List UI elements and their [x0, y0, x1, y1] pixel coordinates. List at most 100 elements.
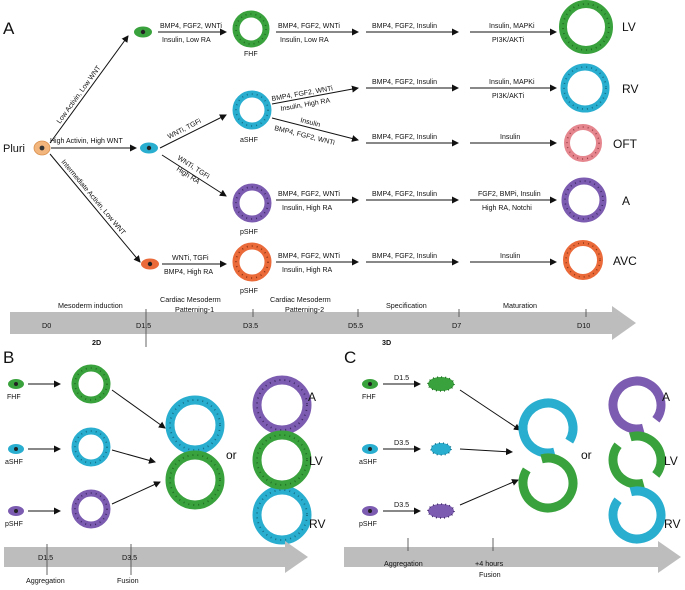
a-label-b: A — [308, 390, 316, 404]
arrow-c-merge-1 — [459, 389, 521, 431]
day-d1-5: D1.5 — [136, 321, 151, 330]
or-label-c: or — [581, 448, 592, 462]
fused-three-chamber-b — [252, 375, 312, 545]
fhf-cell-b — [8, 379, 24, 389]
timeline-ticks-c — [407, 538, 494, 551]
arrow-ashf-ring — [159, 114, 227, 149]
timeline-ticks-b — [46, 544, 132, 575]
fhf-cell-c — [362, 379, 378, 389]
dim-3d: 3D — [382, 338, 391, 347]
arrow-c-merge-3 — [459, 479, 519, 506]
fhf-label-a: FHF — [244, 51, 258, 58]
event-b-fusion: Fusion — [117, 576, 139, 585]
a-ring-a — [561, 177, 607, 223]
fused-two-chamber-b — [165, 395, 225, 510]
day-c-pshf: D3.5 — [394, 500, 409, 509]
oft-label-a: OFT — [613, 137, 638, 151]
cue-lv-b1: Insulin, Low RA — [280, 37, 329, 44]
day-b-d1-5: D1.5 — [38, 553, 53, 562]
panel-label-a: A — [3, 19, 15, 38]
a-label-c: A — [662, 390, 670, 404]
avc-ring-final-a — [563, 240, 603, 280]
panel-label-c: C — [344, 348, 356, 367]
rv-label-c: RV — [664, 517, 680, 531]
panel-label-b: B — [3, 348, 14, 367]
cue-intermediate-activin: Intermediate Activin, Low WNT — [59, 159, 126, 237]
cue-oft-a3: Insulin — [500, 134, 520, 141]
lv-label-b: LV — [309, 454, 323, 468]
avc-label-a: AVC — [613, 254, 637, 268]
cue-rv-a3: Insulin, MAPKi — [489, 79, 535, 86]
pshf-label-c: pSHF — [359, 521, 377, 528]
pshf-ring-b — [71, 489, 111, 529]
a-label-a: A — [622, 194, 630, 208]
fhf-ring-b — [71, 364, 111, 404]
cue-avc-b0: BMP4, High RA — [164, 269, 213, 276]
avc-ring-a — [232, 242, 272, 282]
arrow-b-merge-1 — [111, 389, 166, 429]
day-d5-5: D5.5 — [348, 321, 363, 330]
avc-cell-label-a: pSHF — [240, 288, 258, 295]
timeline-arrow-a — [10, 306, 636, 340]
pluri-cell — [33, 140, 51, 156]
phase-patterning-1: Patterning-1 — [175, 305, 214, 314]
cue-high-activin: High Activin, High WNT — [50, 138, 123, 145]
day-b-d3-5: D3.5 — [122, 553, 137, 562]
timeline-ticks-a — [145, 309, 587, 347]
ashf-ring-b — [71, 427, 111, 467]
cue-fhf-a1: BMP4, FGF2, WNTi — [160, 23, 222, 30]
arrow-pshf-ring — [161, 154, 227, 197]
phase-patterning-2: Patterning-2 — [285, 305, 324, 314]
fhf-label-c: FHF — [362, 394, 376, 401]
fhf-ring-a — [232, 10, 270, 48]
pshf-cell-b — [8, 506, 24, 516]
ashf-label-a: aSHF — [240, 137, 258, 144]
ashf-aggregate-c — [430, 442, 452, 456]
pshf-aggregate-c — [427, 503, 455, 519]
phase-cardiac-mesoderm-2: Cardiac Mesoderm — [270, 295, 331, 304]
fused-three-chamber-c — [608, 376, 666, 544]
cue-avc-a3: Insulin — [500, 253, 520, 260]
cue-lv-a3: Insulin, MAPKi — [489, 23, 535, 30]
timeline-arrow-c — [344, 541, 681, 573]
day-d10: D10 — [577, 321, 590, 330]
cue-a-b1: Insulin, High RA — [282, 205, 333, 212]
lv-label-c: LV — [664, 454, 678, 468]
ashf-cell-b — [8, 444, 24, 454]
arrow-pluri-fhf — [49, 35, 129, 144]
cue-rv-b3: PI3K/AKTi — [492, 93, 524, 100]
fhf-aggregate-c — [427, 376, 455, 392]
rv-ring-a — [560, 63, 610, 113]
or-label-b: or — [226, 448, 237, 462]
ashf-label-c: aSHF — [359, 459, 377, 466]
cue-a-a3: FGF2, BMPi, Insulin — [478, 191, 541, 198]
cue-a-a1: BMP4, FGF2, WNTi — [278, 191, 340, 198]
cue-low-activin: Low Activin, Low WNT — [56, 64, 103, 125]
day-d3-5: D3.5 — [243, 321, 258, 330]
arrow-c-merge-2 — [459, 448, 513, 456]
fhf-label-b: FHF — [7, 394, 21, 401]
phase-cardiac-mesoderm-1: Cardiac Mesoderm — [160, 295, 221, 304]
event-c-fusion: Fusion — [479, 570, 501, 579]
avc-cell-a — [141, 258, 159, 270]
arrow-rv-1 — [271, 85, 359, 105]
cue-fhf-b1: Insulin, Low RA — [162, 37, 211, 44]
day-c-fhf: D1.5 — [394, 373, 409, 382]
arrow-b-merge-3 — [111, 481, 161, 505]
lv-label-a: LV — [622, 20, 636, 34]
cue-lv-a1: BMP4, FGF2, WNTi — [278, 23, 340, 30]
cue-lv-b3: PI3K/AKTi — [492, 37, 524, 44]
pshf-cell-c — [362, 506, 378, 516]
day-c-ashf: D3.5 — [394, 438, 409, 447]
arrow-pluri-pshf — [49, 153, 141, 263]
arrow-b-merge-2 — [111, 449, 156, 464]
cue-oft-b1: BMP4, FGF2, WNTi — [274, 125, 336, 147]
cue-avc-a1: BMP4, FGF2, WNTi — [278, 253, 340, 260]
cue-avc-b1: Insulin, High RA — [282, 267, 333, 274]
ashf-label-b: aSHF — [5, 459, 23, 466]
cue-avc-a2: BMP4, FGF2, Insulin — [372, 253, 437, 260]
rv-label-a: RV — [622, 82, 638, 96]
event-c-plus-4-hours: +4 hours — [475, 559, 504, 568]
fhf-cell-a — [134, 26, 152, 38]
